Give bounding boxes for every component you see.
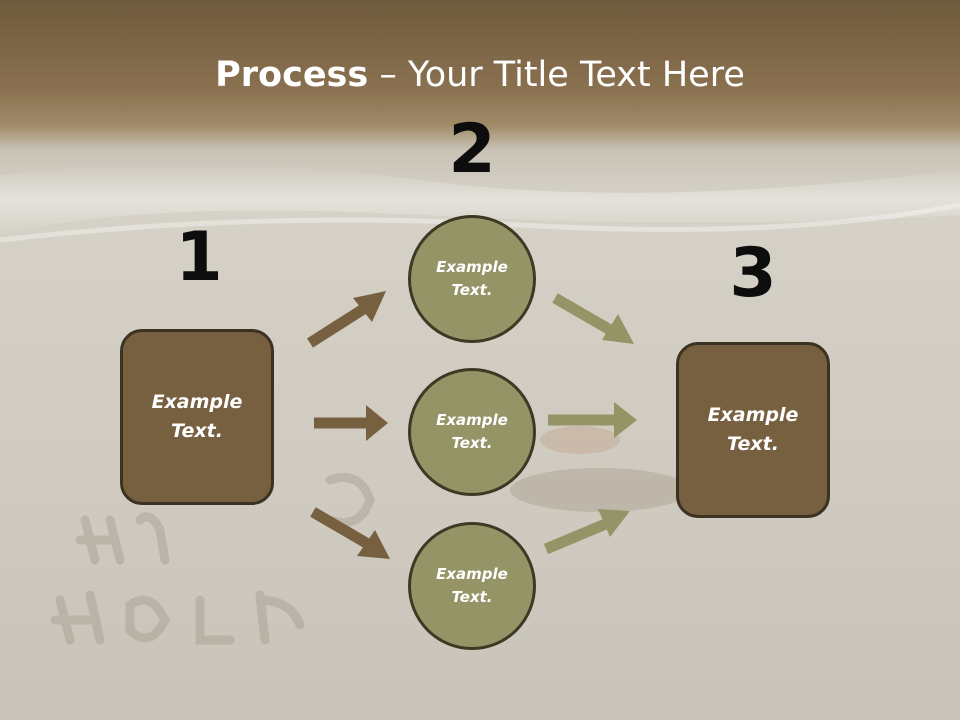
step-number-1: 1 (175, 218, 223, 297)
arrow-left-to-top (307, 291, 386, 348)
process-box-right: Example Text. (676, 342, 830, 518)
arrow-left-to-bottom (310, 507, 390, 559)
circle-middle: Example Text. (408, 368, 536, 496)
circle-bottom-text: Example Text. (436, 565, 508, 606)
arrow-top-to-right (552, 293, 634, 344)
arrow-left-to-middle (314, 405, 388, 441)
circle-middle-text: Example Text. (436, 411, 508, 452)
circle-bottom: Example Text. (408, 522, 536, 650)
slide-title: Process – Your Title Text Here (0, 52, 960, 98)
circle-top: Example Text. (408, 215, 536, 343)
step-number-3: 3 (729, 234, 777, 313)
process-box-left-text: Example Text. (151, 391, 243, 442)
step-number-2: 2 (448, 110, 496, 189)
title-rest: – Your Title Text Here (368, 55, 745, 95)
circle-top-text: Example Text. (436, 258, 508, 299)
title-bold: Process (215, 55, 369, 95)
process-box-left: Example Text. (120, 329, 274, 505)
arrow-bottom-to-right (543, 509, 630, 555)
process-box-right-text: Example Text. (707, 404, 799, 455)
arrow-middle-to-right (548, 402, 637, 438)
